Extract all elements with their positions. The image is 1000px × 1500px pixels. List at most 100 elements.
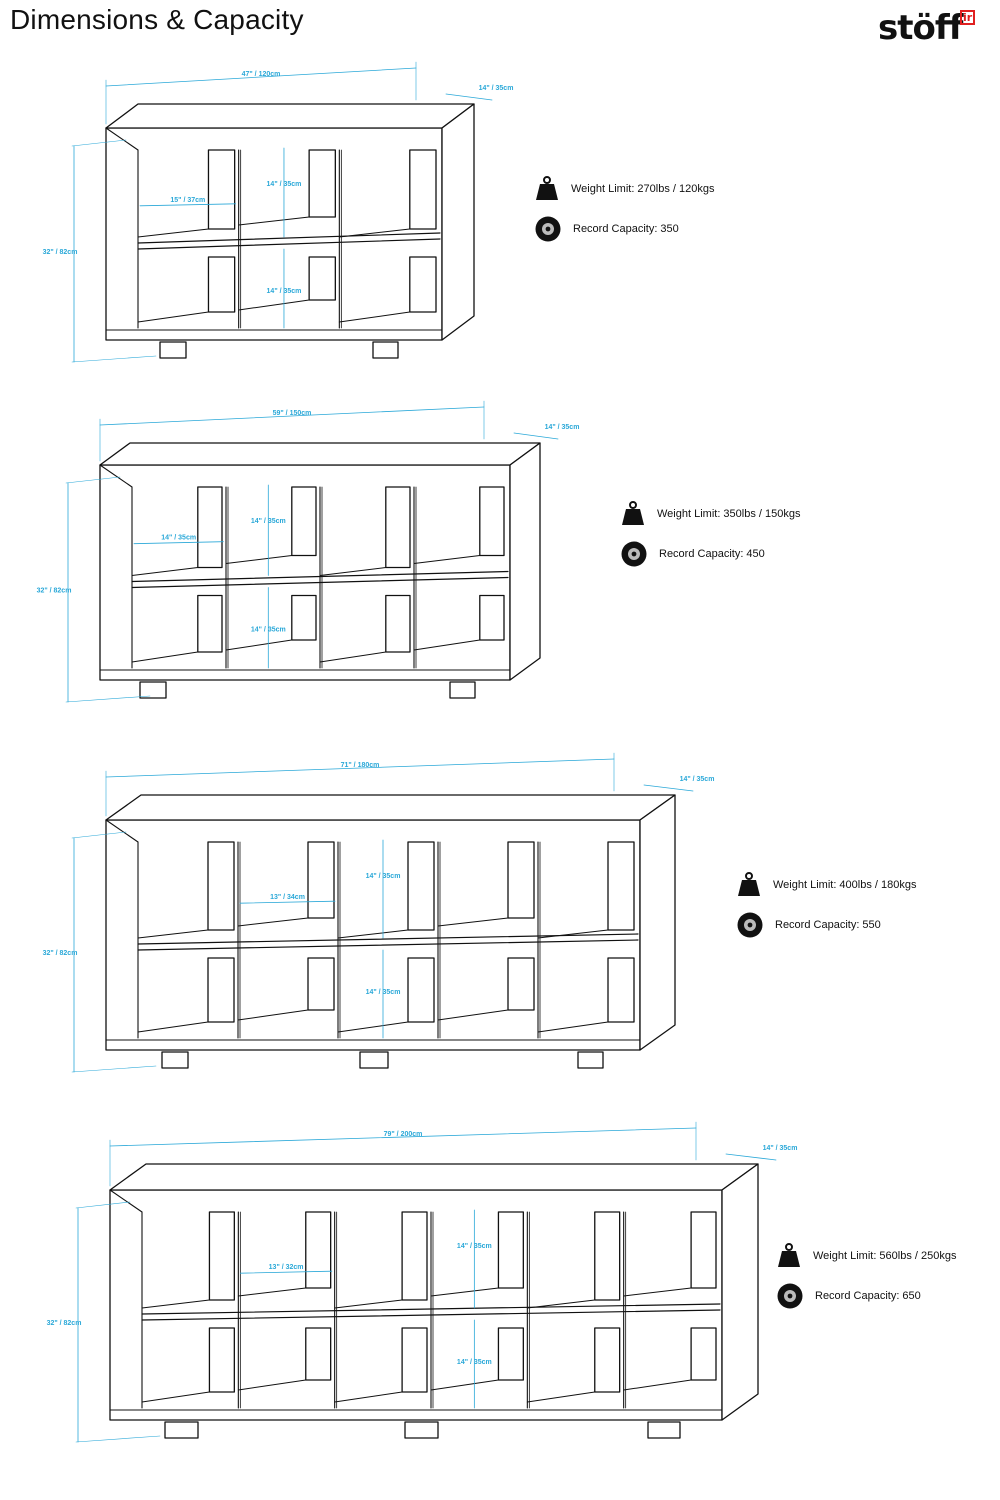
height-extension-line [71,355,157,363]
brand-mark: ir [960,10,976,25]
cube-back-wall-bottom [409,256,437,313]
cube-back-wall-bottom [307,957,335,1011]
cube-back-wall-bottom [305,1327,332,1381]
cube-height-bottom-label: 14" / 35cm [457,1359,492,1366]
cube-floor-edge [337,1021,409,1033]
shelf-top-surface [99,442,541,466]
record-capacity-text: Record Capacity: 550 [775,919,881,931]
cube-floor-edge [225,555,293,564]
shelf-leg [359,1051,389,1069]
cube-floor-edge [437,917,509,927]
height-label: 32" / 82cm [43,249,78,256]
record-capacity-text: Record Capacity: 350 [573,223,679,235]
record-capacity-1: Record Capacity: 350 [535,216,679,242]
cube-floor-edge [225,639,293,651]
height-extension-line [71,1065,157,1073]
cube-floor-edge [413,639,481,651]
weight-limit-text: Weight Limit: 560lbs / 250kgs [813,1250,957,1262]
cube-floor-edge [238,299,310,311]
width-label: 47" / 120cm [242,71,281,78]
cube-back-wall-bottom [291,594,317,641]
depth-label: 14" / 35cm [479,85,514,92]
cube-width-label: 13" / 34cm [270,894,305,901]
cube-width-dimension-line [239,1270,333,1274]
cube-back-wall-top [507,841,535,919]
shelf-leg [577,1051,604,1069]
shelf-leg [159,341,187,359]
cube-back-wall-bottom [690,1327,717,1381]
cube-back-wall-top [305,1211,332,1289]
weight-icon [536,176,558,200]
cube-back-wall-bottom [308,256,336,301]
shelf-unit-1: 47" / 120cm 14" / 35cm 32" / 82cm 15" / 37c… [43,61,514,363]
cube-back-wall-top [409,149,437,230]
shelf-inner-depth [105,819,139,843]
record-capacity-3: Record Capacity: 550 [737,912,881,938]
shelf-leg [372,341,399,359]
shelf-front-frame [105,127,443,341]
cube-floor-edge [137,1021,209,1033]
cube-back-wall-top [208,1211,235,1301]
cube-width-label: 14" / 35cm [161,535,196,542]
middle-shelf-edge [137,232,441,244]
cube-back-wall-bottom [207,957,235,1023]
shelf-inner-depth [105,127,139,151]
cube-back-wall-bottom [401,1327,428,1393]
cube-back-wall-bottom [407,957,435,1023]
weight-limit-text: Weight Limit: 270lbs / 120kgs [571,183,715,195]
middle-shelf-edge [141,1303,721,1315]
shelf-leg [449,681,476,699]
record-capacity-4: Record Capacity: 650 [777,1283,921,1309]
shelf-leg [404,1421,439,1439]
middle-shelf-edge [137,933,639,945]
height-extension-line [71,831,127,839]
cube-width-label: 15" / 37cm [170,197,205,204]
cube-back-wall-top [594,1211,621,1301]
cube-floor-edge [623,1287,692,1297]
vinyl-record-icon [777,1283,803,1309]
shelf-leg [164,1421,199,1439]
cube-floor-edge [430,1379,499,1391]
record-capacity-text: Record Capacity: 650 [815,1290,921,1302]
shelf-leg [139,681,167,699]
cube-back-wall-top [385,486,411,569]
cube-floor-edge [137,929,209,939]
weight-limit-text: Weight Limit: 350lbs / 150kgs [657,508,801,520]
depth-dimension-line [445,93,493,101]
cube-back-wall-bottom [479,594,505,641]
cube-back-wall-bottom [507,957,535,1011]
cube-floor-edge [430,1287,499,1297]
shelf-top-surface [109,1163,759,1191]
cube-floor-edge [141,1391,210,1403]
cube-back-wall-top [479,486,505,557]
shelf-side-panel [509,442,541,681]
record-capacity-text: Record Capacity: 450 [659,548,765,560]
shelf-side-panel [639,794,676,1051]
cube-floor-edge [437,1009,509,1021]
cube-back-wall-top [407,841,435,931]
cube-back-wall-bottom [207,256,236,313]
shelf-leg [161,1051,189,1069]
cube-floor-edge [238,216,310,226]
cube-height-top-label: 14" / 35cm [251,518,286,525]
cube-back-wall-top [207,149,236,230]
cube-height-top-label: 14" / 35cm [267,181,302,188]
middle-shelf-edge [141,1309,721,1321]
cube-width-dimension-line [239,900,336,904]
page-title: Dimensions & Capacity [10,4,304,35]
depth-label: 14" / 35cm [680,776,715,783]
cube-floor-edge [237,1379,307,1391]
shelf-leg [647,1421,681,1439]
cube-width-label: 13" / 32cm [269,1264,304,1271]
cube-floor-edge [537,1021,609,1033]
shelf-side-panel [441,103,475,341]
width-label: 79" / 200cm [384,1131,423,1138]
brand-logo: stöff ir [878,10,990,50]
height-label: 32" / 82cm [37,588,72,595]
cube-floor-edge [237,1287,307,1297]
cube-floor-edge [319,651,387,663]
weight-limit-2: Weight Limit: 350lbs / 150kgs [621,501,800,527]
cube-floor-edge [131,567,199,576]
